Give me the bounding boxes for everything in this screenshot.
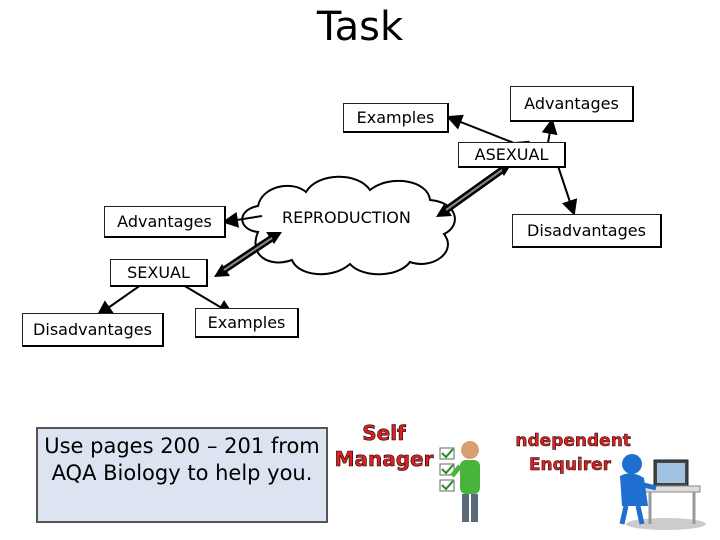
arrow-asexual-disadvantages — [557, 165, 578, 216]
node-advantages-left: Advantages — [104, 206, 226, 238]
arrow-asexual-advantages-top — [541, 118, 558, 144]
person-icon — [450, 441, 480, 522]
reproduction-cloud — [241, 175, 456, 276]
node-advantages-top: Advantages — [510, 86, 634, 122]
node-examples-top: Examples — [343, 103, 449, 133]
independent-enquirer-line1: Independent — [516, 431, 631, 451]
self-manager-badge: Self Manager — [336, 421, 480, 522]
instruction-note: Use pages 200 – 201 from AQA Biology to … — [36, 427, 328, 523]
independent-enquirer-line2: Enquirer — [529, 455, 612, 475]
computer-user-icon — [619, 454, 706, 530]
self-manager-line2: Manager — [336, 447, 434, 471]
node-disadvantages-left: Disadvantages — [22, 313, 164, 347]
arrow-cloud-advantages-left — [222, 211, 263, 228]
self-manager-line1: Self — [362, 421, 406, 445]
node-asexual: ASEXUAL — [458, 142, 566, 168]
node-examples-bottom: Examples — [195, 308, 299, 338]
checklist-icon — [439, 447, 455, 492]
node-reproduction: REPRODUCTION — [282, 208, 411, 227]
independent-enquirer-badge: Independent Enquirer — [516, 431, 706, 530]
page-title: Task — [316, 4, 404, 50]
arrow-asexual-examples — [446, 114, 530, 156]
arrow-reproduction-asexual — [436, 163, 512, 217]
node-disadvantages-right: Disadvantages — [512, 214, 662, 248]
node-sexual: SEXUAL — [110, 259, 208, 287]
arrow-reproduction-sexual — [214, 232, 282, 277]
